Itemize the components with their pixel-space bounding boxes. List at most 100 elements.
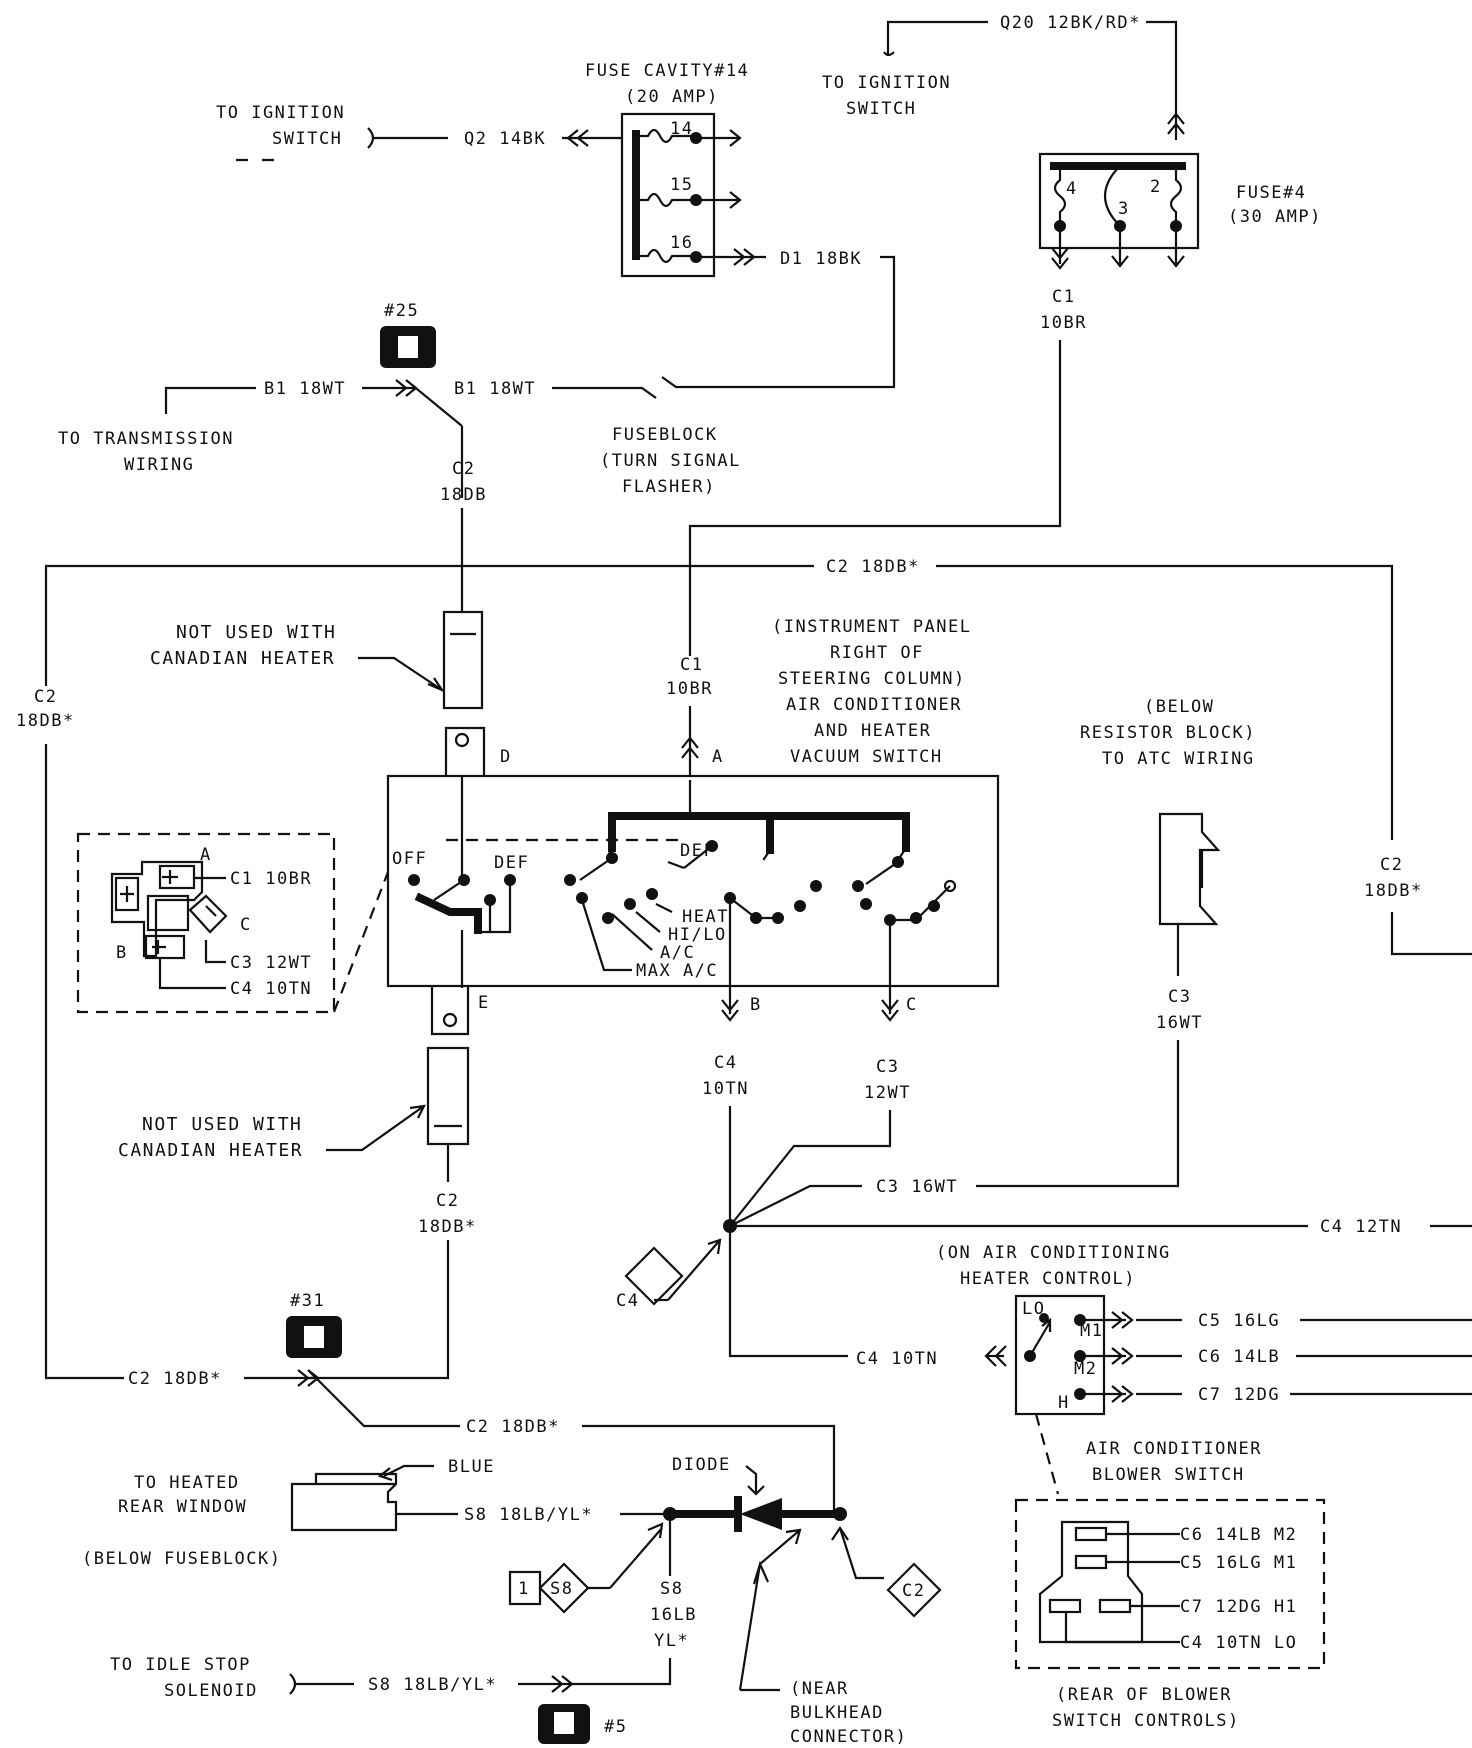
- pin-a-label: A: [712, 747, 724, 767]
- inset-pin-b: B: [116, 943, 128, 963]
- inset-cavity-left: [114, 876, 140, 912]
- blower-m2-wire: [1080, 1347, 1182, 1365]
- heated-window-line1: TO HEATED: [134, 1473, 240, 1493]
- terminal-e-hole: [442, 1012, 458, 1028]
- c1-fuse4-gauge: 10BR: [1040, 313, 1087, 333]
- inset-center-block: [146, 894, 190, 932]
- heated-window-circuit: TO HEATED REAR WINDOW (BELOW FUSEBLOCK) …: [82, 1455, 942, 1691]
- heat-label: HEAT: [682, 907, 729, 927]
- inset-cavity-c: [188, 894, 228, 934]
- c4-vert-gauge: 10TN: [702, 1079, 749, 1099]
- c4-10tn-connector: [984, 1345, 1007, 1367]
- heat-lead: [728, 897, 778, 990]
- fuse-4-arrow-4: [1051, 226, 1069, 270]
- mid-wiper-1: [579, 857, 613, 881]
- heat-contact-5: [810, 880, 822, 892]
- right-wiper: [865, 861, 899, 885]
- vacuum-switch: D A OFF DEF DEF HEAT HI/LO: [386, 726, 1000, 990]
- c2-bottom-mid-label: C2 18DB*: [466, 1417, 560, 1437]
- inset-cavity-b: [144, 934, 186, 960]
- switch-loc-line5: AND HEATER: [814, 721, 931, 741]
- atc-line1: (BELOW: [1144, 697, 1214, 717]
- blower-rear-line2: SWITCH CONTROLS): [1052, 1711, 1240, 1731]
- top-connector-body: [442, 610, 484, 710]
- left-wiper: [433, 879, 465, 901]
- connector-inset-frame: [76, 832, 336, 1014]
- fuse-pin-15: 15: [670, 175, 693, 195]
- not-used-bottom-arrow: [326, 1104, 426, 1152]
- fuse-14-arrow: [696, 129, 742, 147]
- switch-terminal-d: [444, 726, 486, 776]
- inset-terminal-marks: [120, 870, 217, 954]
- fuseblock-line3: FLASHER): [622, 477, 716, 497]
- mid-contact-5: [646, 888, 658, 900]
- diode-pointer: [745, 1465, 765, 1496]
- fuseblock-line2: (TURN SIGNAL: [600, 451, 741, 471]
- idle-stop-line2: SOLENOID: [164, 1681, 258, 1701]
- ac-label: A/C: [660, 943, 695, 963]
- idle-stop-circuit: TO IDLE STOP SOLENOID S8 18LB/YL* #5 (NE…: [110, 1655, 906, 1747]
- inset-c3-lead: [204, 940, 226, 964]
- c2-right-gauge: 18DB*: [1364, 881, 1423, 901]
- blower-lo-contact: [1039, 1313, 1049, 1323]
- atc-line3: TO ATC WIRING: [1102, 749, 1255, 769]
- heated-window-connector: [290, 1472, 398, 1532]
- s8-vert-color: YL*: [654, 1631, 689, 1651]
- mid-contact-4: [624, 898, 636, 910]
- transmission-line1: TO TRANSMISSION: [58, 429, 234, 449]
- blower-rear-c6: C6 14LB M2: [1180, 1525, 1297, 1545]
- diode-label: DIODE: [672, 1455, 731, 1475]
- d1-wire-label: D1 18BK: [780, 249, 862, 269]
- inset-pin-a: A: [200, 845, 212, 865]
- blower-rear-c5: C5 16LG M1: [1180, 1553, 1297, 1573]
- blower-rear-c4: C4 10TN LO: [1180, 1633, 1297, 1653]
- fuse-cavity-rating: (20 AMP): [625, 87, 719, 107]
- q2-connector: [562, 129, 622, 147]
- c2-bottom-wires: #31 C2 18DB* C2 18DB*: [128, 1291, 836, 1514]
- c2-mid-wire: [310, 1240, 450, 1380]
- idle-stop-line1: TO IDLE STOP: [110, 1655, 251, 1675]
- transmission-wire-break: [164, 386, 256, 414]
- c2-loop-left: [44, 564, 814, 686]
- c3-vert-circuit: C3: [876, 1057, 899, 1077]
- q20-wire-right: [1146, 20, 1185, 140]
- inset-c1-label: C1 10BR: [230, 869, 312, 889]
- fuse-cavity-title: FUSE CAVITY#14: [585, 61, 749, 81]
- inset-c3-label: C3 12WT: [230, 953, 312, 973]
- ignition-left-line2: SWITCH: [272, 129, 342, 149]
- c4-vert-circuit: C4: [714, 1053, 737, 1073]
- ignition-left-wire-a: [367, 127, 448, 149]
- q20-wire-label: Q20 12BK/RD*: [1000, 13, 1141, 33]
- blower-loc-line2: HEATER CONTROL): [960, 1269, 1136, 1289]
- right-contact-4: [910, 912, 922, 924]
- pin-b-label: B: [750, 995, 762, 1015]
- connector-inset-leader: [332, 871, 390, 1013]
- idle-stop-wire-label: S8 18LB/YL*: [368, 1675, 497, 1695]
- fuse-4: 4 3 2 FUSE#4 (30 AMP): [1038, 152, 1320, 270]
- splice-31-icon: [304, 1326, 324, 1348]
- left-vacuum-path: [414, 892, 482, 934]
- bottom-jumper-connector: E NOT USED WITH CANADIAN HEATER C2 18DB*: [118, 986, 490, 1380]
- switch-location-labels: (INSTRUMENT PANEL RIGHT OF STEERING COLU…: [772, 617, 970, 767]
- blower-m2-label: M2: [1074, 1359, 1097, 1379]
- blower-wiper: [1029, 1317, 1052, 1357]
- d1-wire-path: [661, 255, 896, 389]
- fuse-4-element-4: [1053, 166, 1067, 226]
- s8-vert-circuit: S8: [660, 1579, 683, 1599]
- c4-diamond-arrow: [667, 1238, 722, 1301]
- top-jumper-connector: NOT USED WITH CANADIAN HEATER: [150, 610, 484, 710]
- fuse-4-pin-3: 3: [1118, 199, 1130, 219]
- c2-upper-gauge: 18DB: [440, 485, 487, 505]
- c2-loop-right: [936, 564, 1394, 840]
- atc-connector: (BELOW RESISTOR BLOCK) TO ATC WIRING C3 …: [876, 697, 1255, 1197]
- ignition-top-line1: TO IGNITION: [822, 73, 951, 93]
- blower-rear-inset: C6 14LB M2 C5 16LG M1 C7 12DG H1 C4 10TN…: [1014, 1498, 1326, 1731]
- q20-ignition-wire: Q20 12BK/RD* TO IGNITION SWITCH: [822, 13, 1185, 140]
- switch-terminal-e: [430, 986, 470, 1036]
- c1-switch-gauge: 10BR: [666, 679, 713, 699]
- s8-diamond-arrow: [609, 1522, 664, 1589]
- fuse-15-element: [636, 192, 696, 208]
- pin-e-label: E: [478, 993, 490, 1013]
- c1-feed-wire: C1 10BR C1 10BR: [666, 287, 1087, 816]
- switch-body: [386, 774, 1000, 988]
